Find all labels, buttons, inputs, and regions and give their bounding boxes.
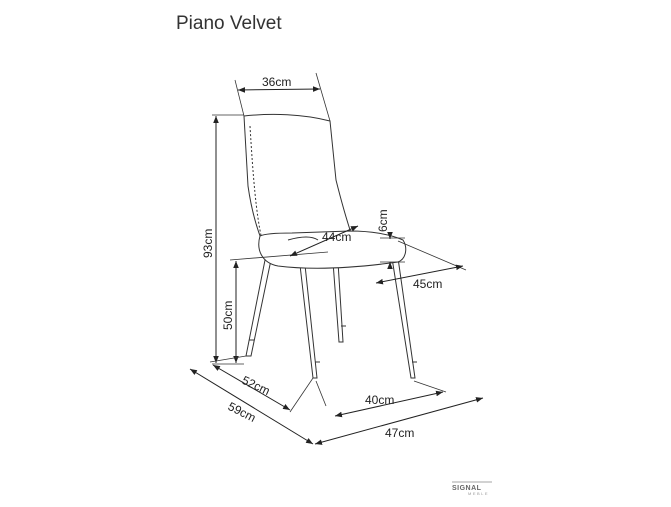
dim-back-width: 36cm — [234, 72, 331, 122]
label-total-width: 47cm — [385, 426, 414, 440]
dim-total-height: 93cm — [201, 114, 244, 365]
label-seat-width: 44cm — [322, 230, 351, 244]
brand-tagline: MEBLE — [468, 491, 489, 496]
dim-seat-depth: 45cm — [375, 240, 467, 291]
label-total-height: 93cm — [201, 229, 215, 258]
product-title: Piano Velvet — [176, 13, 282, 34]
dim-seat-width: 44cm — [289, 225, 359, 257]
chair-drawing — [243, 113, 417, 379]
label-legs-depth: 52cm — [240, 373, 273, 398]
label-seat-depth: 45cm — [413, 277, 442, 291]
label-seat-height: 50cm — [221, 301, 235, 330]
dim-total-width: 47cm — [314, 397, 484, 445]
label-total-depth: 59cm — [226, 399, 259, 425]
label-seat-thickness: 6cm — [376, 209, 390, 232]
label-legs-width: 40cm — [365, 393, 394, 407]
label-back-width: 36cm — [262, 75, 291, 89]
brand-name: SIGNAL — [452, 485, 482, 492]
signal-logo: SIGNAL MEBLE — [452, 481, 492, 496]
dim-legs-width: 40cm — [315, 380, 447, 418]
chair-legs — [245, 254, 417, 379]
chair-backrest — [243, 113, 353, 247]
